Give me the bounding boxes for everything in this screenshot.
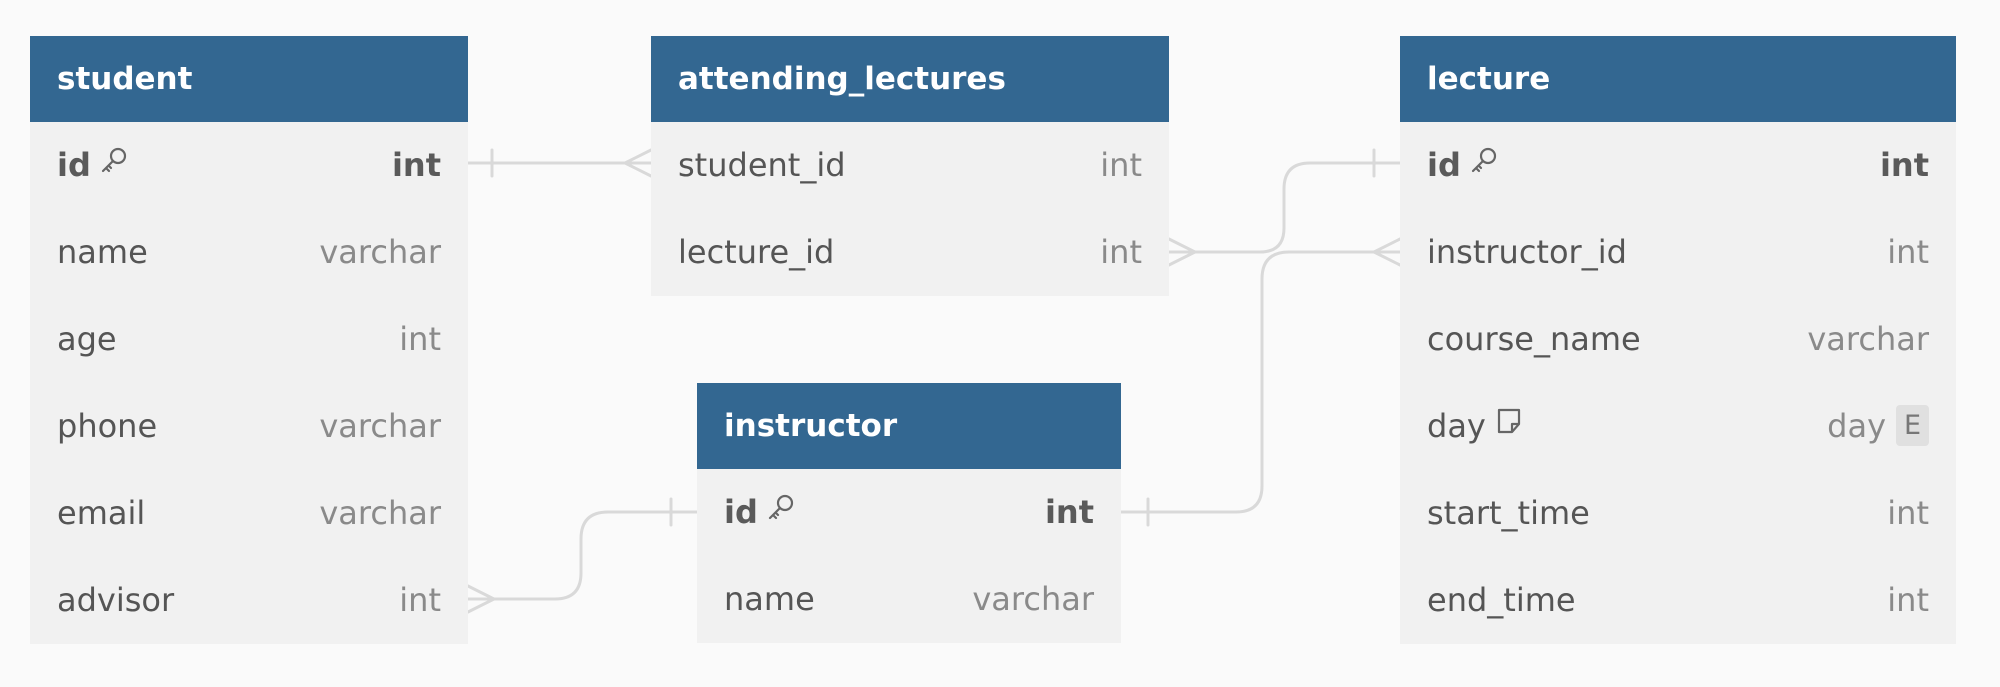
- field-type: day E: [1827, 383, 1929, 470]
- field-name: id: [57, 122, 129, 211]
- table-attending-lectures[interactable]: attending_lectures student_id int lectur…: [651, 36, 1169, 296]
- table-header-student[interactable]: student: [30, 36, 468, 122]
- table-student[interactable]: student id int name varchar age int phon…: [30, 36, 468, 644]
- field-type: int: [1044, 493, 1094, 531]
- field-row-student-name[interactable]: name varchar: [30, 209, 468, 296]
- note-icon[interactable]: [1494, 382, 1524, 469]
- field-type: int: [1887, 494, 1929, 532]
- field-name: id: [1427, 122, 1499, 211]
- field-type: int: [399, 581, 441, 619]
- key-icon: [99, 121, 129, 208]
- field-name: course_name: [1427, 320, 1641, 358]
- field-name: name: [724, 580, 815, 618]
- field-name: day: [1427, 383, 1524, 472]
- field-name: email: [57, 494, 146, 532]
- field-row-lecture-course-name[interactable]: course_name varchar: [1400, 296, 1956, 383]
- field-type: int: [1100, 233, 1142, 271]
- field-name: phone: [57, 407, 158, 445]
- field-type: varchar: [1807, 320, 1929, 358]
- field-name: age: [57, 320, 117, 358]
- field-row-lecture-start-time[interactable]: start_time int: [1400, 470, 1956, 557]
- connector-lecture-attending: [1167, 148, 1402, 267]
- table-header-instructor[interactable]: instructor: [697, 383, 1121, 469]
- field-name: lecture_id: [678, 233, 835, 271]
- field-type: int: [1887, 581, 1929, 619]
- field-type: int: [1100, 146, 1142, 184]
- field-name-text: day: [1427, 407, 1486, 445]
- field-type: varchar: [319, 407, 441, 445]
- key-icon: [1469, 121, 1499, 208]
- connector-student-attending: [466, 148, 653, 178]
- field-row-student-id[interactable]: id int: [30, 122, 468, 209]
- field-type: int: [399, 320, 441, 358]
- field-type: int: [1887, 233, 1929, 271]
- field-row-student-age[interactable]: age int: [30, 296, 468, 383]
- field-name-text: id: [1427, 146, 1461, 184]
- field-row-lecture-end-time[interactable]: end_time int: [1400, 557, 1956, 644]
- field-type: varchar: [319, 494, 441, 532]
- field-name: id: [724, 469, 796, 558]
- field-row-instructor-id[interactable]: id int: [697, 469, 1121, 556]
- field-name: student_id: [678, 146, 846, 184]
- field-name: instructor_id: [1427, 233, 1627, 271]
- field-row-student-email[interactable]: email varchar: [30, 470, 468, 557]
- field-row-attending-student-id[interactable]: student_id int: [651, 122, 1169, 209]
- enum-badge[interactable]: E: [1896, 404, 1929, 446]
- field-name: start_time: [1427, 494, 1590, 532]
- field-type: varchar: [319, 233, 441, 271]
- field-row-student-phone[interactable]: phone varchar: [30, 383, 468, 470]
- field-row-lecture-id[interactable]: id int: [1400, 122, 1956, 209]
- field-name: advisor: [57, 581, 175, 619]
- field-type: int: [391, 146, 441, 184]
- connector-instructor-student: [466, 497, 699, 614]
- field-name: end_time: [1427, 581, 1576, 619]
- field-type-text: day: [1827, 407, 1886, 445]
- table-instructor[interactable]: instructor id int name varchar: [697, 383, 1121, 643]
- field-row-instructor-name[interactable]: name varchar: [697, 556, 1121, 643]
- table-header-attending-lectures[interactable]: attending_lectures: [651, 36, 1169, 122]
- field-row-attending-lecture-id[interactable]: lecture_id int: [651, 209, 1169, 296]
- field-row-student-advisor[interactable]: advisor int: [30, 557, 468, 644]
- field-row-lecture-day[interactable]: day day E: [1400, 383, 1956, 470]
- field-name-text: id: [724, 493, 758, 531]
- field-row-lecture-instructor-id[interactable]: instructor_id int: [1400, 209, 1956, 296]
- field-name-text: id: [57, 146, 91, 184]
- field-name: name: [57, 233, 148, 271]
- table-lecture[interactable]: lecture id int instructor_id int course_…: [1400, 36, 1956, 644]
- table-header-lecture[interactable]: lecture: [1400, 36, 1956, 122]
- field-type: int: [1879, 146, 1929, 184]
- key-icon: [766, 468, 796, 555]
- field-type: varchar: [972, 580, 1094, 618]
